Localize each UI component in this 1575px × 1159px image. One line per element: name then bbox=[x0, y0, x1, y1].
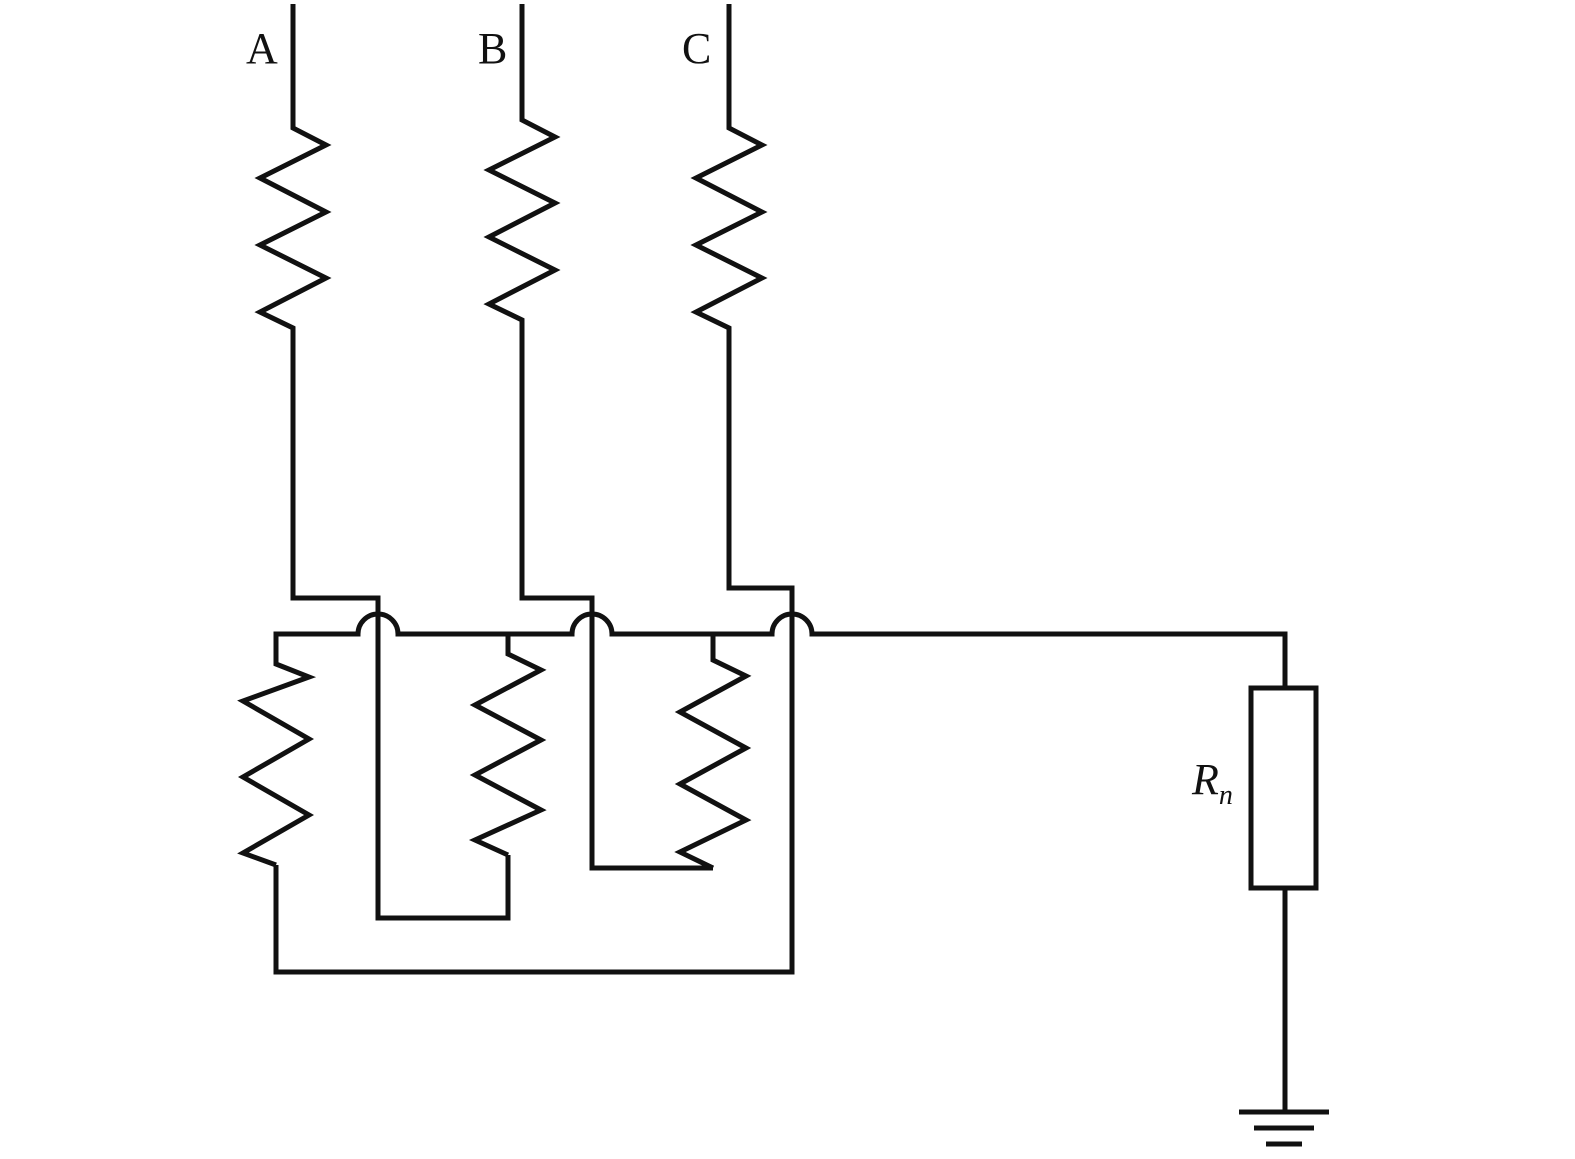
phase-b-line bbox=[483, 4, 713, 871]
phase-b-label: B bbox=[478, 24, 507, 73]
neutral-resistor-label: Rn bbox=[1191, 755, 1233, 811]
phase-c-label: C bbox=[682, 24, 711, 73]
phase-c-line bbox=[273, 4, 795, 975]
phase-a-line bbox=[254, 4, 511, 921]
star-bus bbox=[237, 611, 1288, 868]
ground-icon bbox=[1239, 1109, 1329, 1147]
winding-3 bbox=[674, 634, 752, 871]
phase-a-label: A bbox=[246, 24, 278, 73]
neutral-resistor bbox=[1248, 685, 1319, 891]
winding-2 bbox=[468, 634, 547, 858]
